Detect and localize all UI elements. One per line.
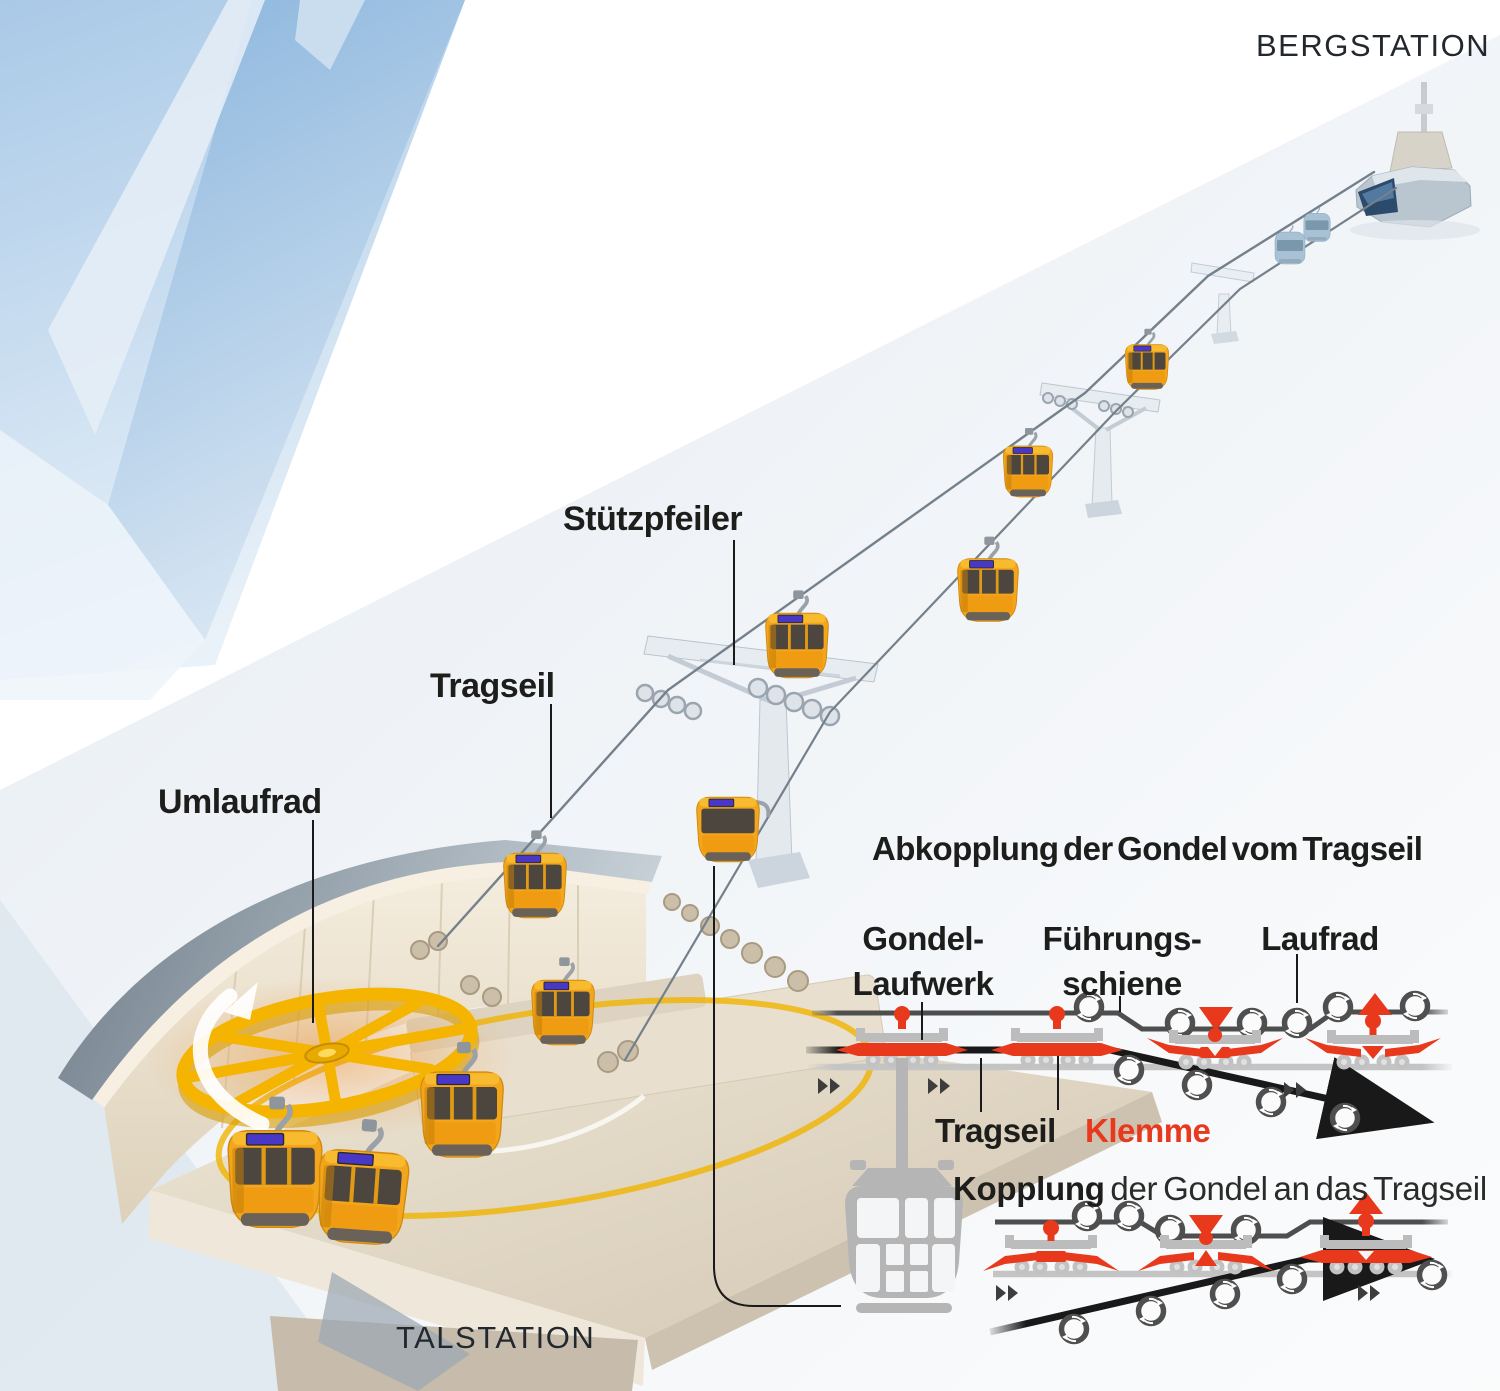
fuehrungsschiene-label: Führungs- schiene <box>1038 916 1206 1006</box>
clamp-locked-indicator-icon <box>1349 1192 1383 1214</box>
line-gondolas <box>501 206 1331 920</box>
rotation-arrow-icon <box>192 988 270 1132</box>
support-pillar-3 <box>1190 262 1255 344</box>
umlaufrad-label: Umlaufrad <box>158 783 322 821</box>
clamp-release-indicator-icon <box>1358 993 1392 1015</box>
fuehrungsschiene-line1: Führungs- <box>1042 920 1202 957</box>
fuehrungsschiene-line2: schiene <box>1062 965 1182 1002</box>
trolley-open <box>1305 1013 1441 1070</box>
trolley-closing <box>1138 1231 1274 1275</box>
laufrad-label: Laufrad <box>1261 920 1379 957</box>
tragseil-diagram-label: Tragseil <box>935 1112 1056 1149</box>
decoupling-title: Abkopplung der Gondel vom Tragseil <box>872 830 1423 867</box>
gondola-at-pillar <box>696 796 771 863</box>
gondel-laufwerk-line2: Laufwerk <box>852 965 994 1002</box>
decoupling-diagram <box>806 954 1452 1313</box>
coupling-title-rest: der Gondel an das Tragseil <box>1104 1170 1487 1207</box>
leader-lines <box>312 540 841 1307</box>
diagram-leader-lines <box>921 954 1298 1112</box>
station-roof-fascia <box>92 862 652 1108</box>
coupling-title: Kopplung der Gondel an das Tragseil <box>953 1170 1487 1208</box>
coupling-diagram <box>983 1192 1452 1342</box>
trolley-opening <box>1147 1028 1283 1070</box>
cable-roller-chain <box>410 893 809 1073</box>
klemme-label: Klemme <box>1085 1112 1211 1149</box>
trolley-free <box>983 1220 1119 1275</box>
station-wall <box>104 874 646 1224</box>
tragseil-label: Tragseil <box>430 667 555 705</box>
leader-gondola-detail <box>713 866 841 1307</box>
guide-rail <box>812 1009 1448 1032</box>
station-roof <box>58 840 662 1100</box>
talstation-label: TALSTATION <box>396 1320 596 1355</box>
bergstation-label: BERGSTATION <box>1256 28 1491 63</box>
gondola-silhouette-icon <box>845 1058 963 1313</box>
bergstation-building <box>1350 82 1480 240</box>
cable-downhill-side <box>436 170 1376 948</box>
coupling-title-bold: Kopplung <box>953 1170 1105 1207</box>
gondel-laufwerk-line1: Gondel- <box>862 920 984 957</box>
rotation-arrow-head <box>224 982 258 1020</box>
gondel-laufwerk-label: Gondel- Laufwerk <box>843 916 1003 1006</box>
clamp-close-indicator-icon <box>1189 1215 1223 1239</box>
clamp-open-indicator-icon <box>1199 1007 1233 1031</box>
stuetzpfeiler-label: Stützpfeiler <box>563 500 743 538</box>
station-pedestal-shadow <box>318 1272 470 1391</box>
glacier <box>0 0 465 700</box>
